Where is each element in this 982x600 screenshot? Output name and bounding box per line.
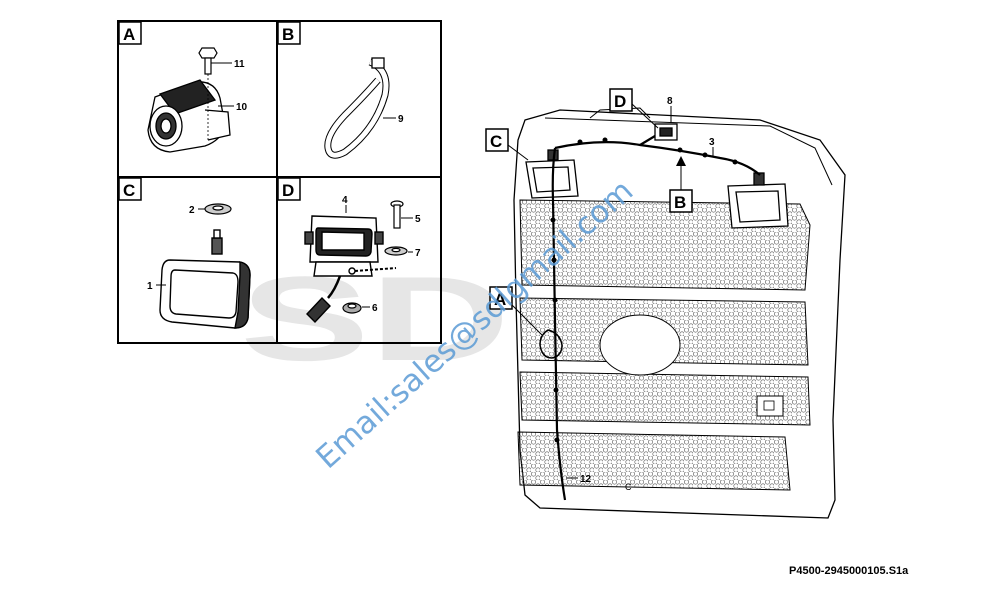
part-9-label: 9 (398, 114, 404, 125)
nut-icon (342, 302, 362, 314)
rear-camera-icon (654, 123, 678, 141)
part-4-label: 4 (342, 195, 348, 206)
callout-a: A (489, 286, 543, 336)
washer-icon (204, 203, 232, 215)
detail-panel-b: B 9 (277, 21, 404, 159)
callout-d: D (609, 88, 659, 129)
part-6-label: 6 (372, 303, 378, 314)
part-8-label: 8 (667, 96, 673, 107)
part-2-label: 2 (189, 205, 195, 216)
screw-icon (390, 200, 404, 229)
bolt-icon (198, 47, 218, 75)
panel-b-label: B (282, 25, 294, 44)
work-lamp-icon (159, 229, 251, 329)
panel-d-label: D (282, 181, 294, 200)
part-5-label: 5 (415, 214, 421, 225)
part-10-label: 10 (236, 102, 248, 113)
detail-panel-d: D 4 5 7 6 (277, 177, 421, 324)
panel-a-label: A (123, 25, 135, 44)
panel-c-label: C (123, 181, 135, 200)
part-3-label: 3 (709, 137, 715, 148)
part-12-label: 12 (580, 474, 592, 485)
part-7-label: 7 (415, 248, 421, 259)
cable-tie-icon (324, 57, 390, 159)
part-1-label: 1 (147, 281, 153, 292)
harness-clips (550, 137, 738, 443)
right-work-lamp-icon (727, 172, 789, 229)
detail-panel-c: C 2 1 (118, 177, 251, 329)
detail-panel-a: A 11 10 (118, 21, 248, 153)
svg-text:B: B (674, 193, 686, 212)
svg-text:A: A (494, 290, 506, 309)
detail-panel-grid (117, 20, 442, 344)
figure-code: P4500-2945000105.S1a (789, 565, 909, 577)
part-11-label: 11 (234, 59, 245, 70)
camera-icon (147, 79, 231, 153)
svg-text:D: D (614, 92, 626, 111)
callout-c: C (485, 128, 529, 161)
callout-b: B (669, 156, 693, 213)
washer-icon (384, 246, 408, 256)
svg-text:C: C (490, 132, 502, 151)
grille-mark: C (625, 482, 632, 492)
monitor-icon (304, 215, 384, 324)
